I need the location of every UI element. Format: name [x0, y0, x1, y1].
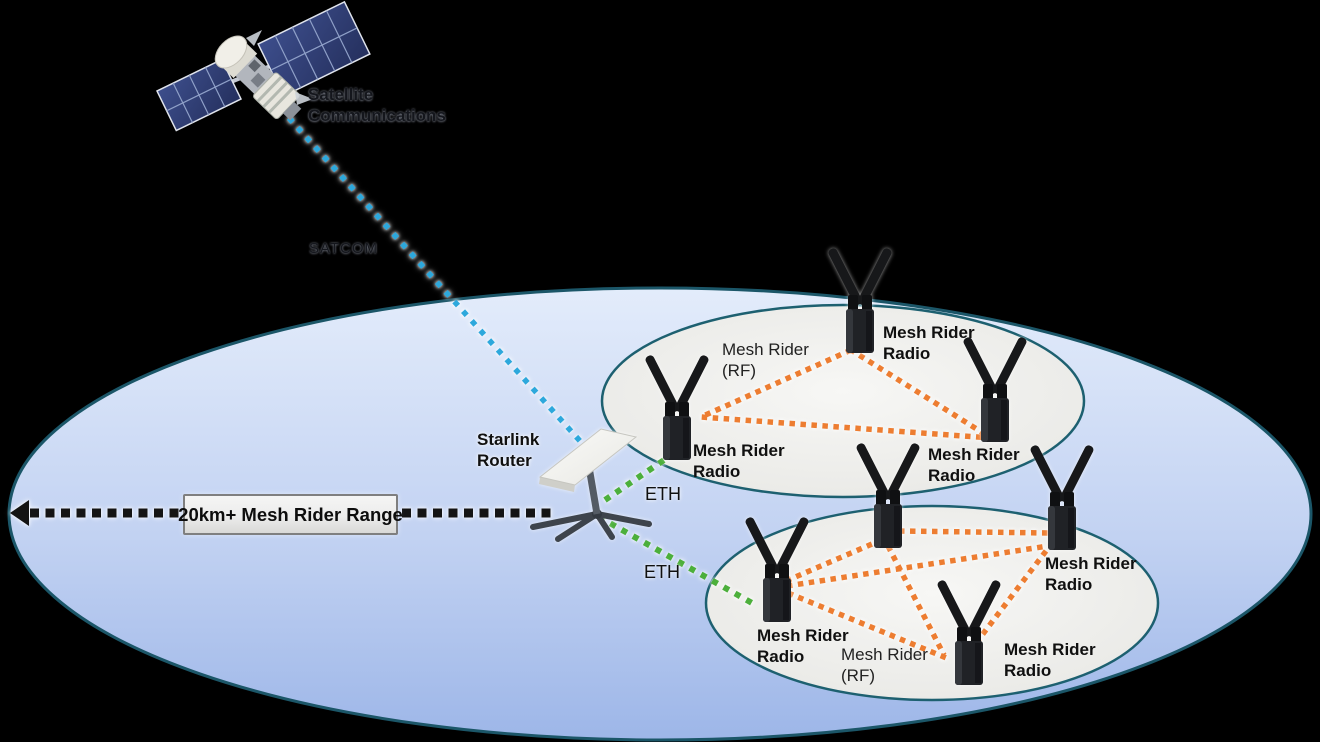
radio-label-upper-top: Mesh Rider Radio: [883, 323, 975, 363]
starlink-dish-icon: [530, 428, 652, 542]
radio-label-upper-left: Mesh Rider Radio: [693, 441, 785, 481]
satellite-icon: [155, 0, 371, 132]
rf-mesh-lines-upper: [699, 347, 993, 441]
radio-label-lower-right: Mesh Rider Radio: [1045, 554, 1137, 594]
starlink-router-label: Starlink Router: [477, 430, 540, 470]
rf-label-upper: Mesh Rider (RF): [722, 340, 809, 380]
eth-label-lower: ETH: [644, 562, 680, 582]
radio-label-lower-bottom: Mesh Rider Radio: [1004, 640, 1096, 680]
rf-mesh-lines-lower: [784, 528, 1051, 662]
radio-label-upper-right: Mesh Rider Radio: [928, 445, 1020, 485]
radio-label-lower-left: Mesh Rider Radio: [757, 626, 849, 666]
range-arrow: [10, 500, 556, 526]
rf-label-lower: Mesh Rider (RF): [841, 645, 928, 685]
range-label: 20km+ Mesh Rider Range: [178, 503, 403, 525]
eth-label-upper: ETH: [645, 484, 681, 504]
eth-line-upper: [603, 453, 672, 503]
mesh-cluster-upper-ellipse: [600, 303, 1086, 499]
satcom-link-label: SATCOM: [309, 240, 379, 257]
range-label-box: 20km+ Mesh Rider Range: [178, 494, 403, 535]
eth-line-lower: [597, 514, 754, 606]
satellite-label: Satellite Communications: [308, 85, 446, 125]
